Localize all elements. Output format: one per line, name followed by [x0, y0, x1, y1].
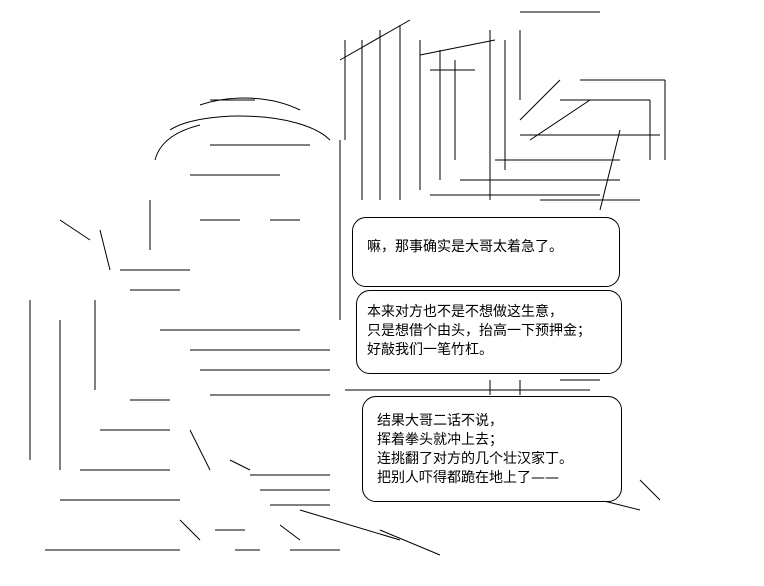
bubble-3-line-3: 连挑翻了对方的几个壮汉家丁。 — [377, 451, 573, 467]
bubble-2-line-1: 本来对方也不是不想做这生意， — [367, 304, 563, 320]
bubble-1-line-1: 嘛，那事确实是大哥太着急了。 — [367, 239, 563, 255]
bubble-3-line-2: 挥着拳头就冲上去； — [377, 432, 503, 448]
bubble-3-line-1: 结果大哥二话不说， — [377, 413, 503, 429]
character-lines — [29, 97, 661, 556]
bubble-3-line-4: 把别人吓得都跪在地上了—— — [377, 470, 559, 486]
speech-bubble-2: 本来对方也不是不想做这生意， 只是想借个由头，抬高一下预押金； 好敲我们一笔竹杠… — [356, 290, 622, 374]
speech-bubble-3: 结果大哥二话不说， 挥着拳头就冲上去； 连挑翻了对方的几个壮汉家丁。 把别人吓得… — [362, 396, 622, 502]
speech-bubble-1: 嘛，那事确实是大哥太着急了。 — [352, 217, 620, 287]
bubble-2-line-2: 只是想借个由头，抬高一下预押金； — [367, 323, 591, 339]
building-lines — [339, 11, 666, 211]
bubble-2-line-3: 好敲我们一笔竹杠。 — [367, 342, 493, 358]
